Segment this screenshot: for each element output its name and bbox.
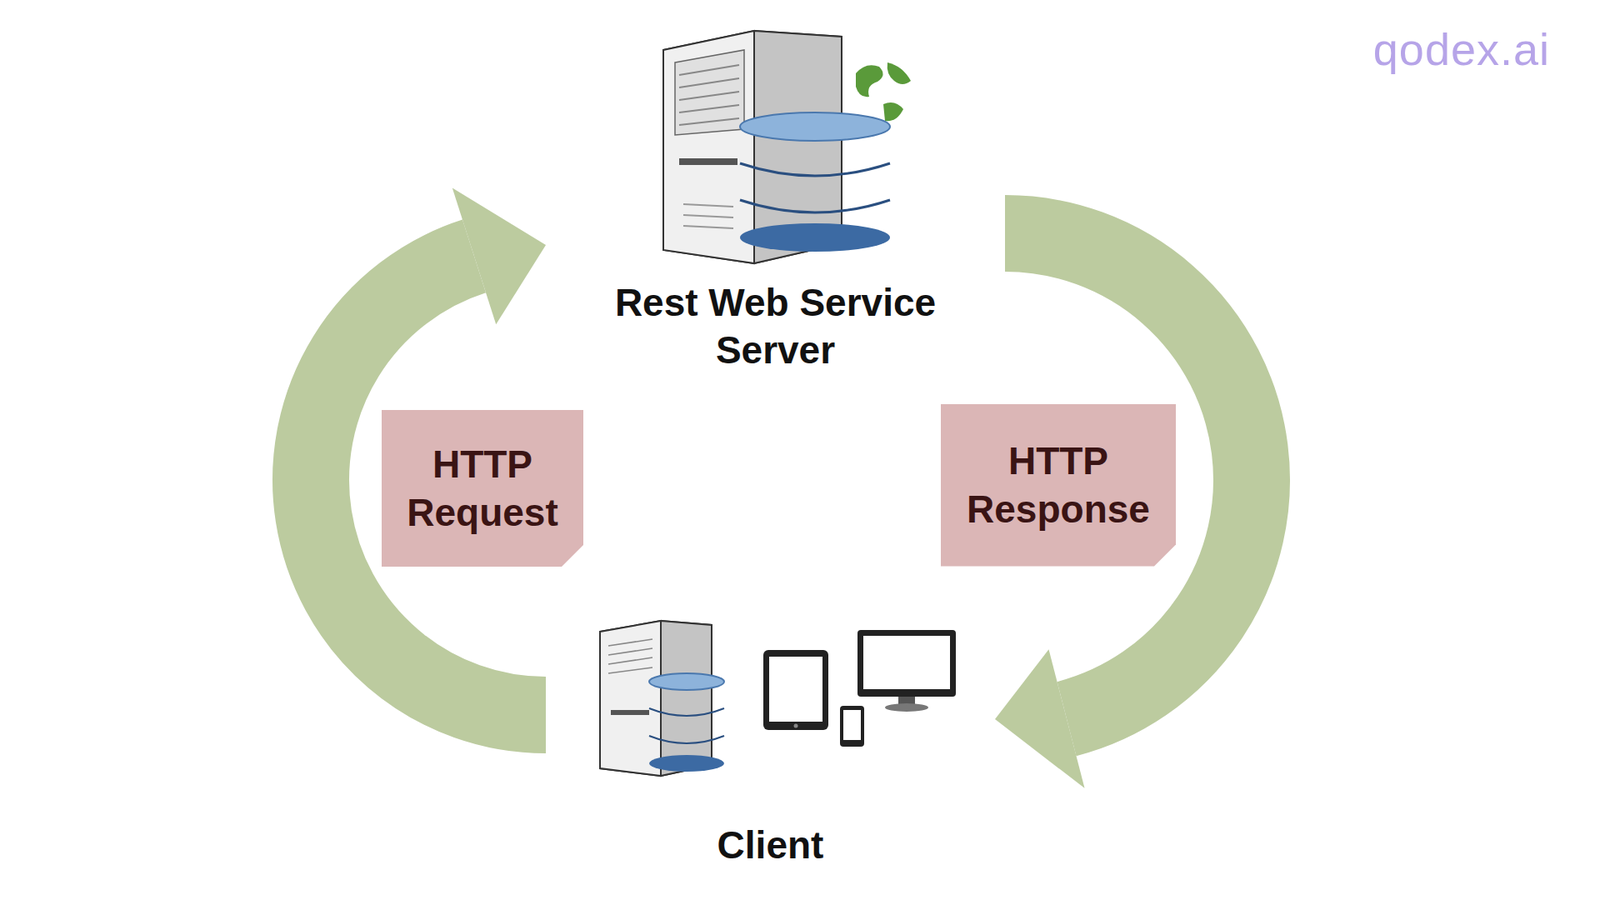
arrow-head <box>995 649 1085 789</box>
arrow-head <box>452 188 546 325</box>
node-label: Client <box>587 821 955 870</box>
client-devices-illustration <box>545 616 995 817</box>
message-label: HTTP Response <box>950 436 1166 534</box>
node-label: Rest Web Service Server <box>592 279 960 375</box>
request-box: HTTP Request <box>381 410 584 567</box>
message-label: HTTP Request <box>391 440 574 537</box>
response-box: HTTP Response <box>940 404 1176 567</box>
watermark: qodex.ai <box>1373 23 1550 75</box>
client-node: Client <box>545 616 995 870</box>
server-illustration <box>545 25 1005 275</box>
server-node: Rest Web Service Server <box>545 25 1005 375</box>
